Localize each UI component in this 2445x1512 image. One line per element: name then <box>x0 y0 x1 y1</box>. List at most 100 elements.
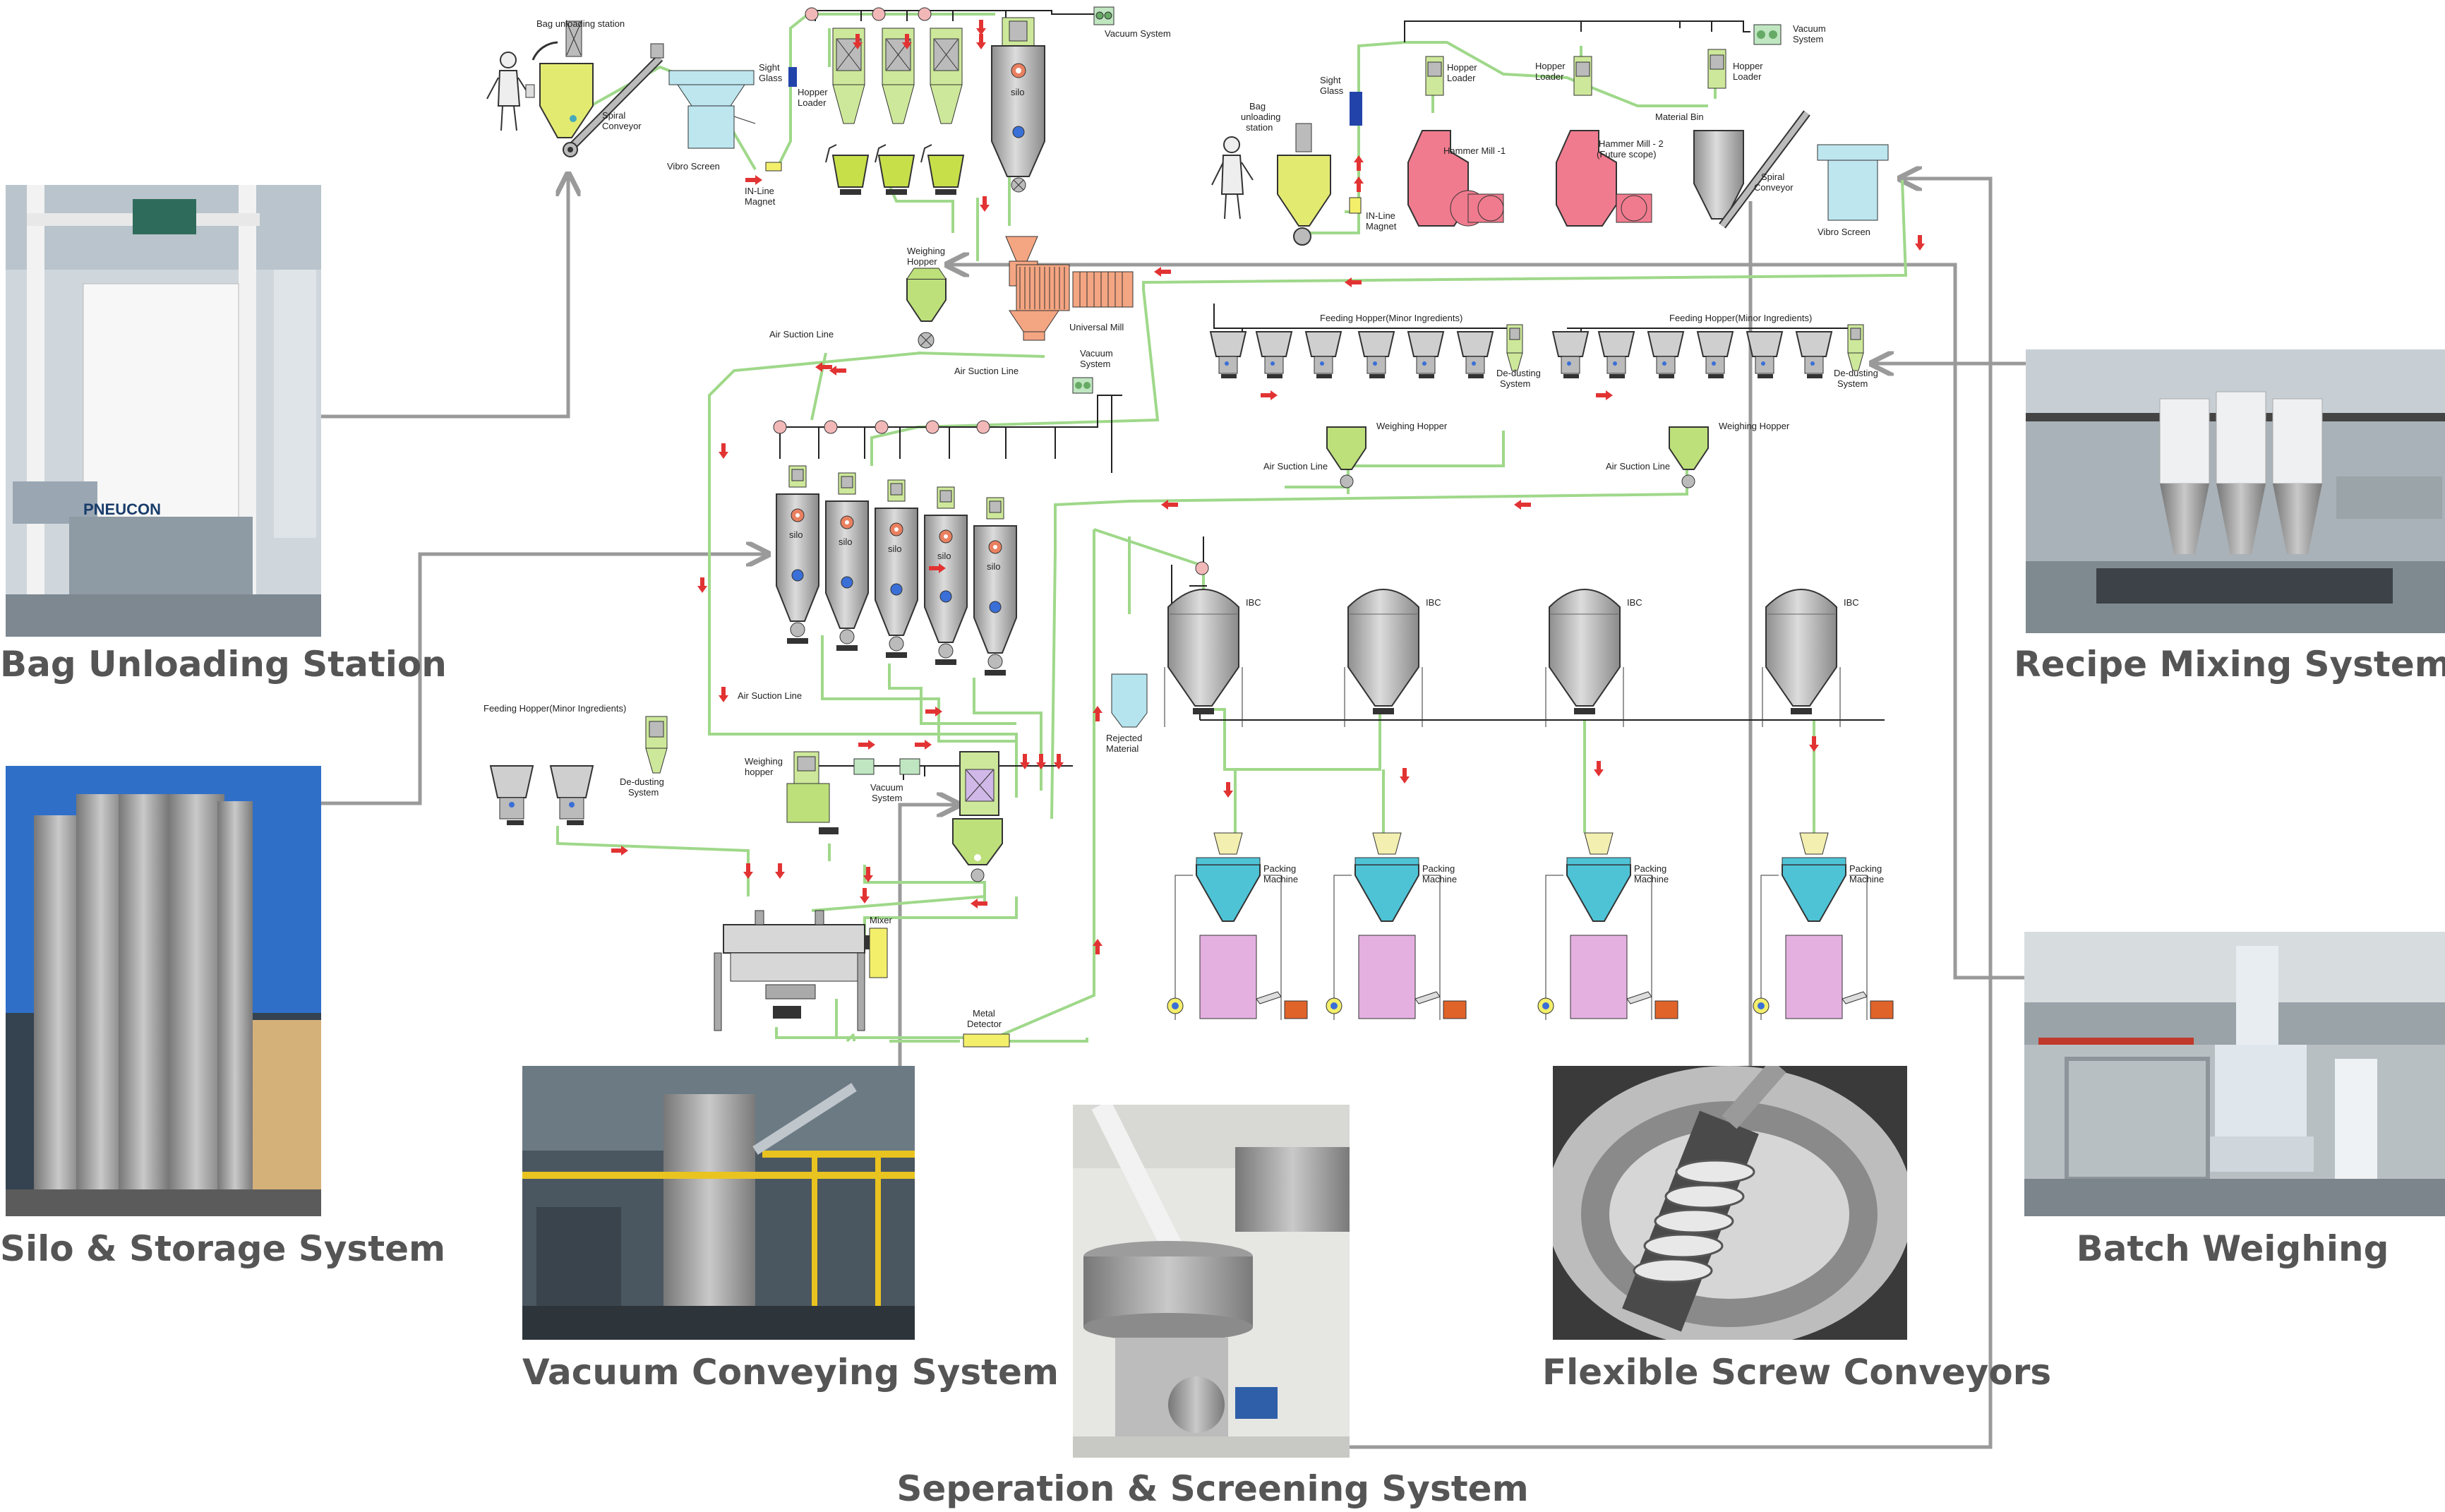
flow-arrow-9 <box>829 366 846 376</box>
label-vacuum-r2: System <box>1793 34 1823 44</box>
flow-arrow-39 <box>863 867 873 882</box>
silo-4: silo <box>924 420 968 665</box>
flow-arrow-18 <box>743 863 753 879</box>
photo-batch-weighing <box>2024 932 2445 1216</box>
label-inline-magnet-2a: IN-Line <box>1366 210 1395 221</box>
feeding-hopper-1-2 <box>1255 331 1293 378</box>
label-universal-mill: Universal Mill <box>1069 322 1124 332</box>
flow-arrow-1 <box>745 175 762 185</box>
lower-left-mixing-section: Feeding Hopper(Minor Ingredients) De-dus… <box>483 703 1010 1048</box>
label-mixer: Mixer <box>870 915 892 925</box>
label-sight-glass-2a: Sight <box>1320 75 1341 85</box>
label-hopper-loader-1b: Loader <box>798 97 827 108</box>
caption-silo-storage: Silo & Storage System <box>0 1228 446 1269</box>
flow-arrow-2 <box>853 34 863 49</box>
photo-connector-lines <box>321 176 2026 1449</box>
feeding-hopper-2-4 <box>1696 331 1734 378</box>
feeding-hopper-1-3 <box>1304 331 1342 378</box>
feeding-hopper-2-5 <box>1746 331 1784 378</box>
caption-separation-screening: Seperation & Screening System <box>896 1468 1529 1509</box>
bag-unloading-schematic: Bag unloading station Spiral Conveyor <box>486 18 664 157</box>
label-bag-unloading-r2: unloading <box>1241 112 1280 122</box>
silo-1: silo <box>773 420 819 644</box>
flow-arrow-12 <box>929 563 946 573</box>
label-spiral-conveyor-2a: Spiral <box>1761 172 1784 182</box>
silo-3: silo <box>875 420 918 658</box>
label-hammer-mill-2b: (Future scope) <box>1597 149 1657 160</box>
label-air-suction-line-4: Air Suction Line <box>1263 461 1328 472</box>
feeding-hopper-2-2 <box>1597 331 1635 378</box>
label-weighing-hopper-l-b: hopper <box>745 767 774 777</box>
label-silo-5: silo <box>987 561 1001 572</box>
flow-arrow-19 <box>860 888 870 904</box>
flow-arrow-33 <box>1514 500 1531 510</box>
label-packing-1a: Packing <box>1263 863 1296 874</box>
label-vacuum-system-3a: Vacuum <box>870 782 903 793</box>
flow-arrow-8 <box>1154 267 1171 277</box>
label-packing-1b: Machine <box>1263 874 1298 884</box>
label-bag-unloading-r3: station <box>1246 122 1273 133</box>
label-hopper-loader-4a: Hopper <box>1733 61 1763 71</box>
ibc-tank-3: IBC <box>1545 589 1642 727</box>
label-bag-unloading-r1: Bag <box>1249 101 1266 112</box>
label-packing-3a: Packing <box>1634 863 1666 874</box>
flow-arrow-5 <box>976 20 986 35</box>
label-de-dusting-l-a: De-dusting <box>620 776 664 787</box>
ibc-tank-2: IBC <box>1344 589 1441 727</box>
label-weighing-hopper-l-a: Weighing <box>745 756 783 767</box>
label-vacuum-system-2b: System <box>1080 359 1110 369</box>
flow-arrow-26 <box>1354 155 1364 171</box>
flow-arrow-22 <box>915 740 932 750</box>
flow-arrow-14 <box>925 707 942 716</box>
label-silo-1: silo <box>789 529 803 540</box>
label-spiral-conveyor-1a: Spiral <box>602 110 625 121</box>
label-vibro-screen-2: Vibro Screen <box>1818 227 1870 237</box>
label-hopper-loader-3b: Loader <box>1535 71 1564 82</box>
caption-vacuum-conveying: Vacuum Conveying System <box>522 1352 1059 1393</box>
label-hopper-loader-1a: Hopper <box>798 87 828 97</box>
feeding-hopper-2-6 <box>1795 331 1833 378</box>
label-spiral-conveyor-2b: Conveyor <box>1754 182 1794 193</box>
photo-recipe-mixing <box>2026 349 2445 633</box>
flow-arrow-16 <box>1036 754 1046 769</box>
label-silo-3: silo <box>888 544 902 554</box>
label-rejected-1: Rejected <box>1106 733 1142 743</box>
label-metal-detector-b: Detector <box>967 1019 1002 1029</box>
flow-arrow-31 <box>1596 390 1613 400</box>
label-sight-glass-1a: Sight <box>759 62 780 73</box>
flow-arrow-34 <box>1223 782 1233 798</box>
photo-vacuum-conveying <box>522 1066 915 1340</box>
label-rejected-2: Material <box>1106 743 1139 754</box>
flow-arrow-24 <box>1093 939 1103 954</box>
label-ibc-1: IBC <box>1246 597 1261 608</box>
caption-bag-unloading: Bag Unloading Station <box>0 644 447 685</box>
flow-arrow-11 <box>697 577 707 593</box>
label-vibro-screen-1: Vibro Screen <box>667 161 720 172</box>
caption-flexible-screw: Flexible Screw Conveyors <box>1542 1352 2052 1393</box>
flow-arrow-7 <box>815 362 832 372</box>
feeding-hopper-1-4 <box>1357 331 1395 378</box>
label-inline-magnet-1b: Magnet <box>745 196 776 207</box>
de-dusting-2 <box>1847 324 1864 371</box>
flow-arrow-13 <box>719 687 728 702</box>
label-air-suction-line-3: Air Suction Line <box>738 690 802 701</box>
label-silo-2: silo <box>839 536 853 547</box>
label-silo-4: silo <box>937 551 951 561</box>
label-inline-magnet-1a: IN-Line <box>745 186 774 196</box>
flow-arrow-27 <box>1354 176 1364 192</box>
flow-arrow-21 <box>858 740 875 750</box>
flow-arrow-32 <box>1161 500 1178 510</box>
ibc-tank-1: IBC <box>1164 589 1261 727</box>
pneucon-logo: PNEUCON <box>83 500 161 518</box>
label-weighing-hopper-1a: Weighing <box>907 246 945 256</box>
label-de-dusting-r1a: De-dusting <box>1496 368 1541 378</box>
flow-arrow-37 <box>1809 736 1819 752</box>
photo-silo-storage <box>6 766 321 1216</box>
feeding-hopper-1-5 <box>1407 331 1445 378</box>
middle-silos: silo silo silo silo silo <box>773 420 1017 676</box>
flow-arrow-29 <box>1915 235 1925 251</box>
flow-arrow-28 <box>1345 277 1362 287</box>
